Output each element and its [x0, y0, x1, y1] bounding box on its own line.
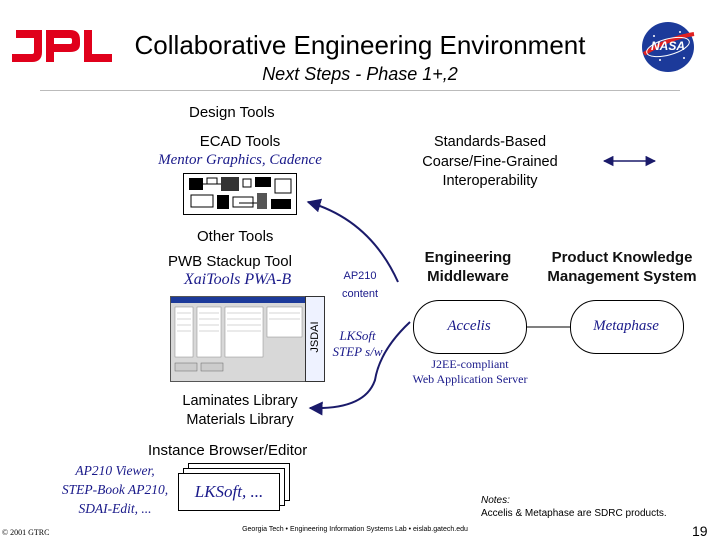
ecad-to-middleware-arrow	[306, 198, 399, 283]
instance-browser-title: Instance Browser/Editor	[148, 442, 308, 459]
jpl-logo	[8, 28, 114, 66]
ap210-line-1: AP210	[343, 270, 377, 282]
middleware-title-line-1: Engineering	[424, 249, 512, 266]
design-tools-heading: Design Tools	[189, 104, 275, 121]
footer-copyright: © 2001 GTRC	[2, 528, 50, 537]
notes-text: Accelis & Metaphase are SDRC products.	[481, 508, 667, 519]
ecad-tools-title: ECAD Tools	[199, 133, 281, 150]
page-subtitle: Next Steps - Phase 1+,2	[262, 64, 458, 84]
lksoft-card-label: LKSoft, ...	[194, 482, 264, 501]
middleware-title: Engineering Middleware	[408, 248, 528, 286]
notes-heading: Notes:	[481, 495, 510, 506]
materials-library: Materials Library	[186, 412, 294, 428]
pwb-tool-screenshot	[170, 296, 307, 382]
metaphase-box	[570, 300, 684, 354]
middleware-note: J2EE-compliant Web Application Server	[395, 357, 545, 387]
page-number: 19	[692, 523, 708, 539]
middleware-note-line-1: J2EE-compliant	[431, 357, 509, 371]
standards-line-1: Standards-Based	[433, 134, 547, 150]
accelis-label: Accelis	[447, 318, 491, 334]
title-divider	[40, 90, 680, 91]
middleware-to-libraries-arrow	[308, 321, 411, 416]
tools-line-1: AP210 Viewer,	[75, 463, 155, 478]
jsdai-box: JSDAI	[305, 296, 325, 382]
tools-line-2: STEP-Book AP210,	[61, 482, 169, 497]
ap210-content-label: AP210 content	[330, 267, 390, 303]
lksoft-line-1: LKSoft	[339, 328, 376, 343]
lksoft-step-label: LKSoft STEP s/w	[325, 328, 390, 360]
nasa-logo-text: NASA	[650, 39, 685, 53]
footer-center-text: Georgia Tech • Engineering Information S…	[242, 526, 468, 533]
pkm-title: Product Knowledge Management System	[534, 248, 710, 286]
accelis-box	[413, 300, 527, 354]
pkm-title-line-1: Product Knowledge	[551, 249, 693, 266]
ecad-board-image	[182, 172, 298, 216]
standards-line-2: Coarse/Fine-Grained	[422, 153, 558, 170]
standards-text: Standards-Based Coarse/Fine-Grained Inte…	[410, 133, 570, 192]
other-tools-label: Other Tools	[197, 228, 274, 245]
metaphase-label: Metaphase	[593, 318, 659, 334]
ecad-vendors: Mentor Graphics, Cadence	[158, 152, 322, 168]
ap210-line-2: content	[341, 288, 379, 300]
page-title: Collaborative Engineering Environment	[134, 30, 586, 60]
standards-line-3: Interoperability	[442, 173, 538, 189]
lksoft-line-2: STEP s/w	[332, 344, 383, 359]
pwb-stackup-title: PWB Stackup Tool	[168, 253, 292, 270]
instance-browser-tools: AP210 Viewer, STEP-Book AP210, SDAI-Edit…	[55, 461, 175, 518]
middleware-note-line-2: Web Application Server	[412, 372, 528, 386]
laminates-library: Laminates Library	[182, 393, 298, 409]
pkm-title-line-2: Management System	[547, 268, 697, 285]
pwb-product-name: XaiTools PWA-B	[184, 271, 292, 288]
stacked-card-front: LKSoft, ...	[178, 473, 280, 511]
nasa-logo: NASA	[640, 20, 696, 74]
middleware-title-line-2: Middleware	[427, 268, 509, 285]
notes-block: Notes: Accelis & Metaphase are SDRC prod…	[481, 494, 667, 520]
libraries-list: Laminates Library Materials Library	[160, 392, 320, 430]
tools-line-3: SDAI-Edit, ...	[78, 501, 152, 516]
